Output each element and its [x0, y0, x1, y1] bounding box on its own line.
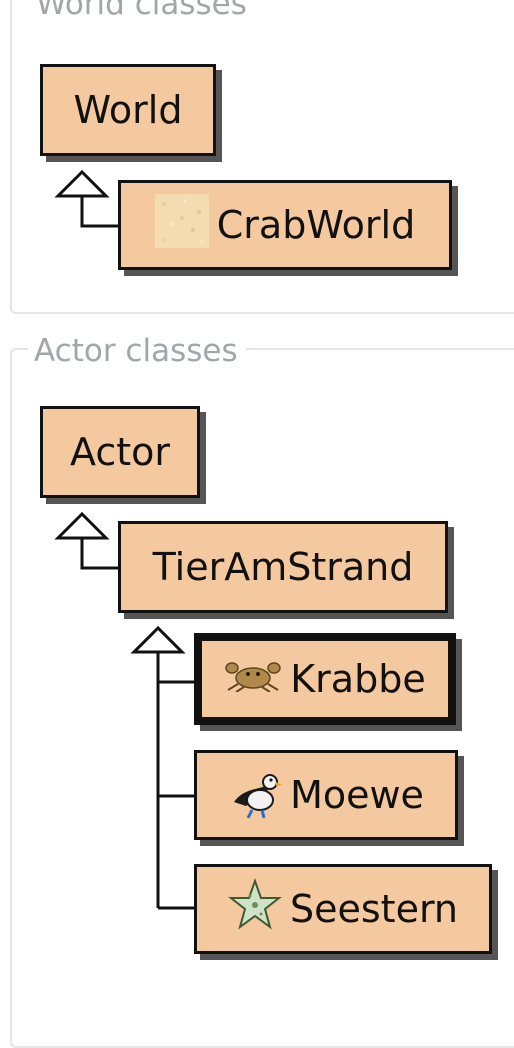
class-actor-label: Actor: [70, 430, 170, 474]
class-seestern[interactable]: Seestern: [194, 864, 492, 954]
class-world[interactable]: World: [40, 64, 216, 156]
crab-icon: [224, 657, 282, 701]
class-krabbe-label: Krabbe: [290, 657, 426, 701]
class-moewe-label: Moewe: [290, 773, 424, 817]
sand-texture-icon: [154, 193, 209, 257]
class-tieramstrand[interactable]: TierAmStrand: [118, 521, 448, 613]
class-seestern-label: Seestern: [290, 887, 458, 931]
class-krabbe[interactable]: Krabbe: [194, 633, 456, 725]
class-crabworld-label: CrabWorld: [216, 203, 416, 247]
seagull-icon: [228, 764, 283, 827]
starfish-icon: [228, 877, 282, 941]
class-actor[interactable]: Actor: [40, 406, 200, 498]
class-crabworld[interactable]: CrabWorld: [118, 180, 452, 270]
world-classes-title: World classes: [30, 0, 255, 22]
world-classes-panel: [10, 0, 514, 314]
actor-classes-title: Actor classes: [28, 333, 246, 369]
class-tieramstrand-label: TierAmStrand: [152, 545, 414, 589]
class-moewe[interactable]: Moewe: [194, 750, 458, 840]
class-world-label: World: [73, 88, 183, 132]
